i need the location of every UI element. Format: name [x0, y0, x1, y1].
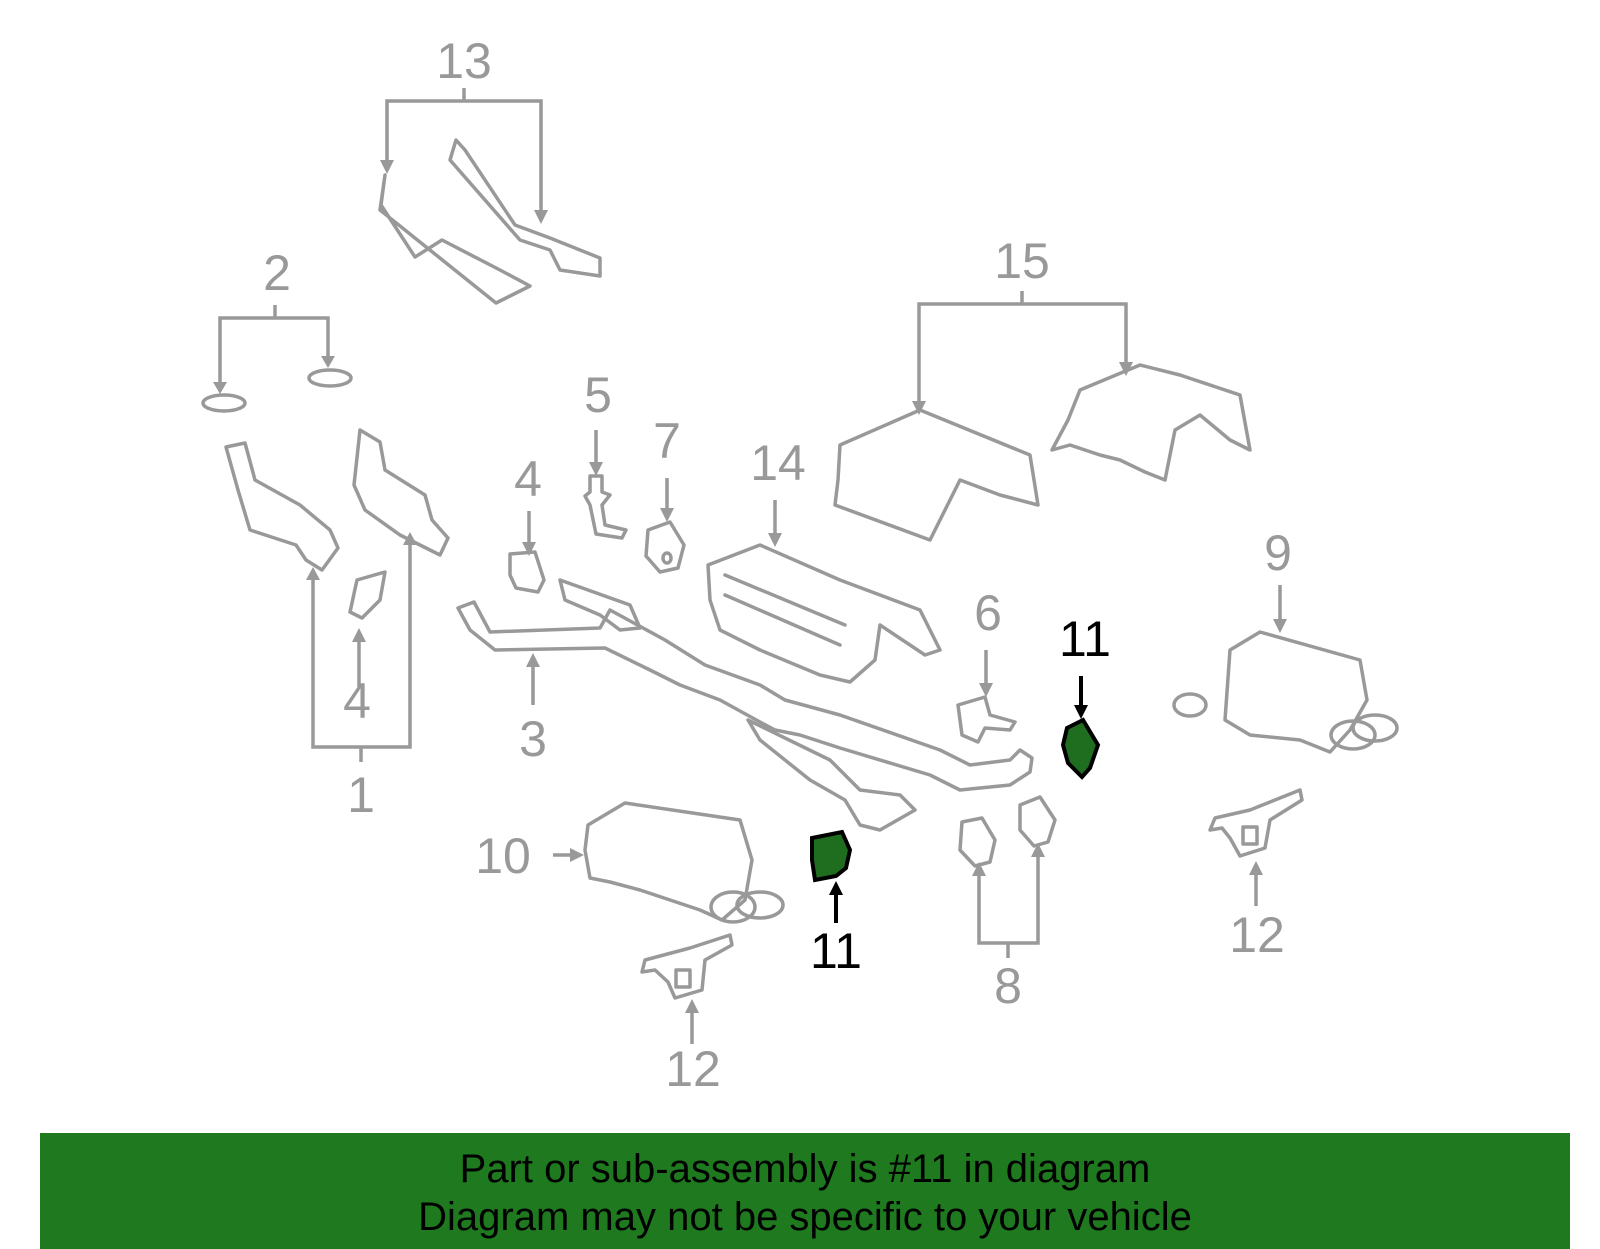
- part-15-heat-shields: [833, 291, 1252, 542]
- callout-13: 13: [436, 33, 492, 89]
- part-12-hangers: [640, 788, 1304, 1044]
- info-banner: Part or sub-assembly is #11 in diagram D…: [40, 1133, 1570, 1249]
- callout-1: 1: [347, 767, 375, 823]
- banner-line-part: Part or sub-assembly is #11 in diagram: [459, 1147, 1151, 1191]
- callout-4: 4: [514, 451, 542, 507]
- callout-14: 14: [750, 435, 806, 491]
- callout-5: 5: [584, 367, 612, 423]
- part-14-heat-shield: [706, 500, 942, 684]
- callout-8: 8: [994, 958, 1022, 1014]
- part-11-lower[interactable]: [810, 829, 853, 883]
- part-3-exhaust-pipe: [456, 578, 1034, 832]
- callout-2: 2: [263, 245, 291, 301]
- part-9-rear-muffler: [1172, 585, 1399, 754]
- part-6-bracket: [956, 650, 1017, 744]
- part-7-hanger: [644, 478, 686, 574]
- part-5-sensor: [583, 430, 628, 540]
- part-10-front-muffler: [553, 801, 785, 924]
- callout-7: 7: [653, 413, 681, 469]
- callout-4-lower: 4: [343, 673, 371, 729]
- callout-11-upper: 11: [1059, 611, 1111, 667]
- callout-3: 3: [519, 711, 547, 767]
- banner-line-disclaimer: Diagram may not be specific to your vehi…: [418, 1195, 1192, 1239]
- part-4-gaskets: [348, 511, 546, 687]
- part-8-hangers: [958, 795, 1057, 958]
- callout-11-lower: 11: [810, 923, 862, 979]
- callout-15: 15: [994, 233, 1050, 289]
- part-2-gaskets: [201, 305, 353, 413]
- callout-9: 9: [1264, 525, 1292, 581]
- callout-12-right: 12: [1229, 907, 1285, 963]
- callout-12-left: 12: [665, 1041, 721, 1097]
- part-11-upper[interactable]: [1060, 717, 1101, 780]
- callout-10: 10: [475, 828, 531, 884]
- callout-labels: 13 2 15 5 7 4 14 9 6 11 4 3 1 10 11 8 12…: [263, 33, 1292, 1097]
- callout-6: 6: [974, 585, 1002, 641]
- part-1-catalytic-converters: [224, 428, 450, 762]
- part-11-highlighted[interactable]: [810, 676, 1101, 923]
- part-13-heat-shields: [378, 88, 602, 305]
